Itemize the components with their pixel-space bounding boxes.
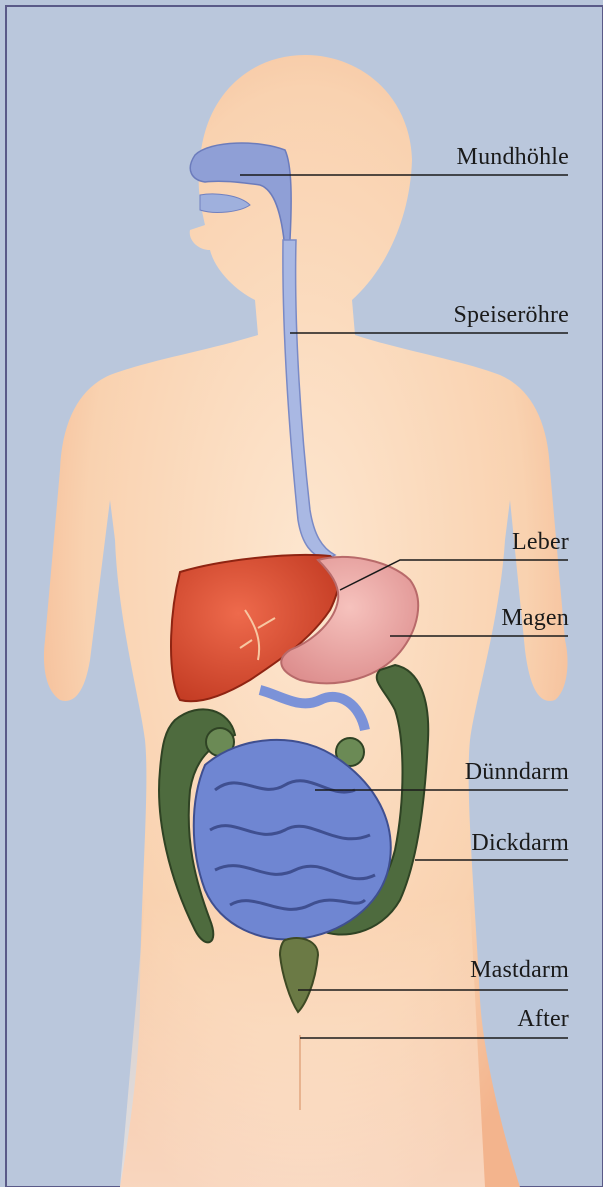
label-leber: Leber <box>512 530 569 554</box>
label-mundhoehle: Mundhöhle <box>457 145 569 169</box>
label-after: After <box>517 1007 569 1031</box>
label-mastdarm: Mastdarm <box>470 958 569 982</box>
label-speiseroehre: Speiseröhre <box>454 303 570 327</box>
label-dickdarm: Dickdarm <box>471 831 569 855</box>
label-duenndarm: Dünndarm <box>465 760 569 784</box>
label-magen: Magen <box>501 606 569 630</box>
